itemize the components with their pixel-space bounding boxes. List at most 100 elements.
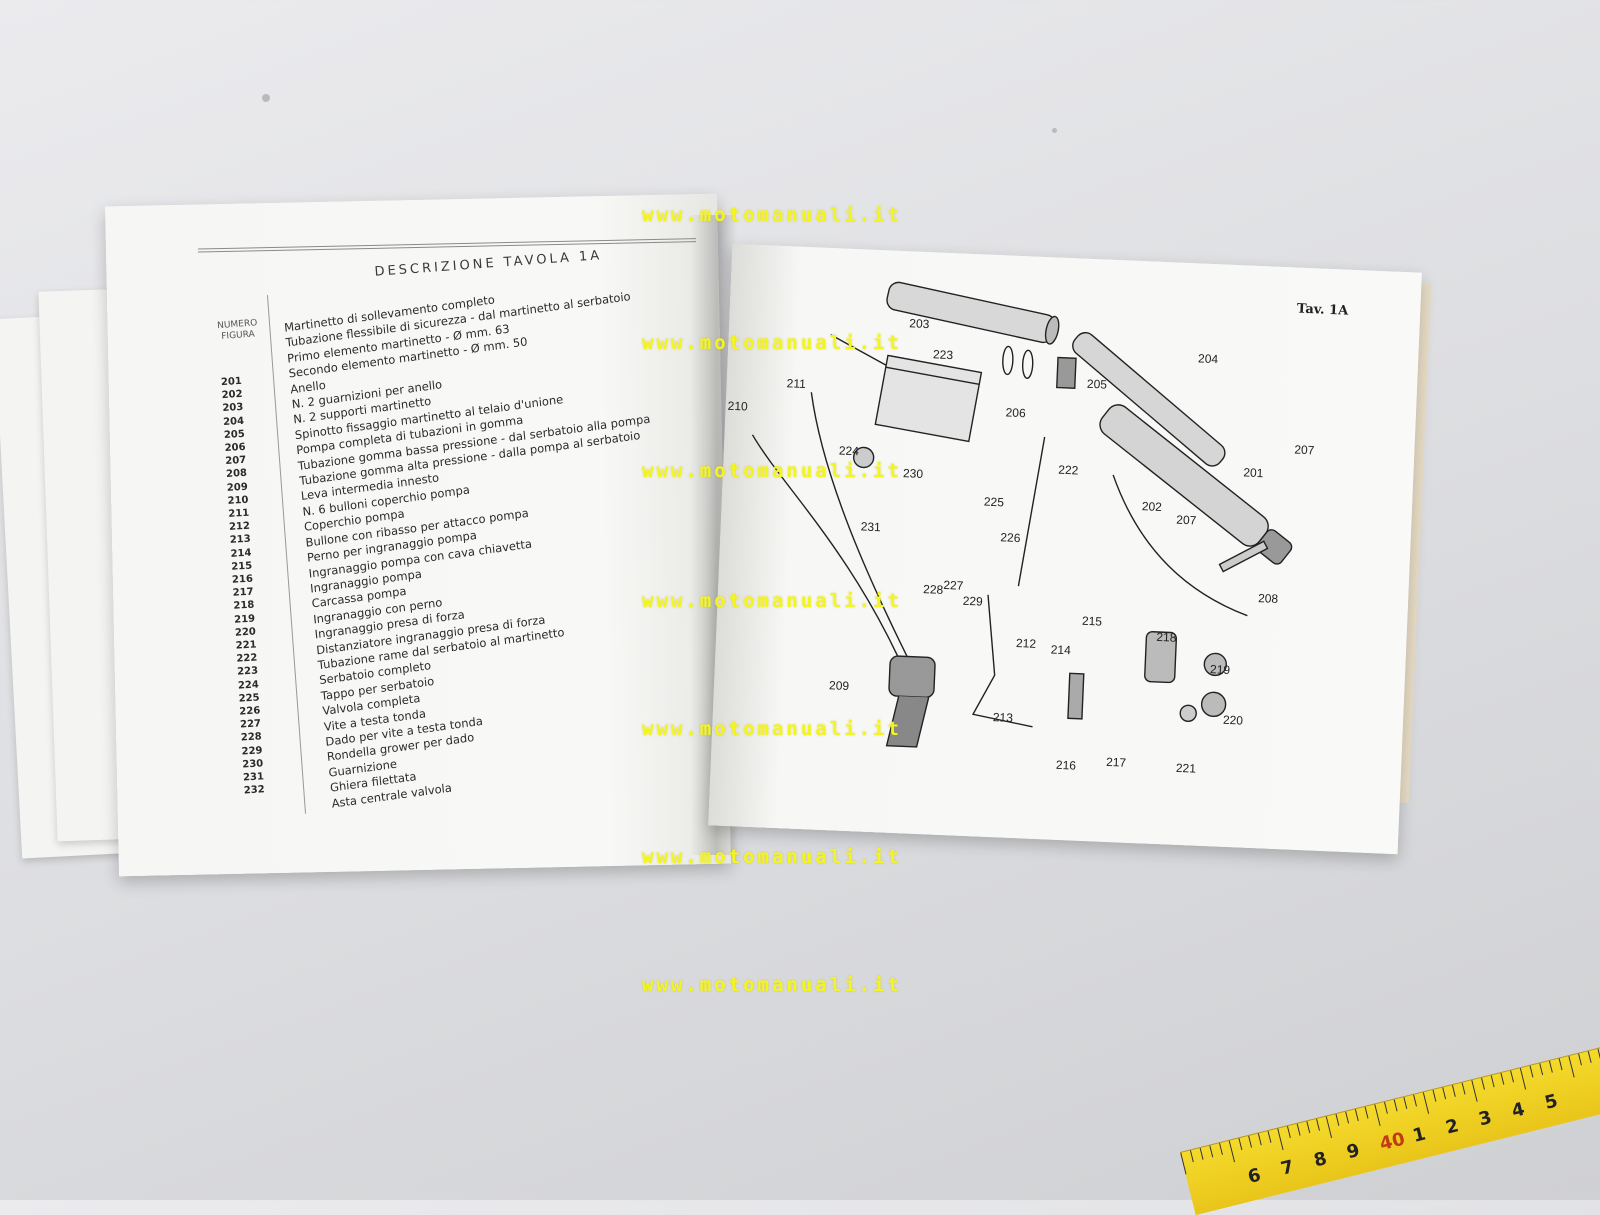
ruler-number: 40 [1377,1128,1408,1156]
callout-label: 205 [1086,376,1108,392]
part-201-jack [1099,404,1293,565]
ruler-tick [1199,1147,1204,1160]
watermark-text: www.motomanuali.it [642,846,902,868]
ruler-tick [1578,1053,1582,1066]
ruler-tick [1248,1135,1253,1148]
watermark-text: www.motomanuali.it [642,974,902,996]
ruler-tick [1257,1133,1262,1146]
watermark-text: www.motomanuali.it [642,718,902,740]
watermark-text: www.motomanuali.it [642,204,902,226]
ruler-tick [1335,1114,1340,1126]
figure-number: 225 [238,692,260,705]
title-rule [197,238,696,253]
figure-number: 231 [242,771,265,784]
ruler-tick [1548,1060,1553,1073]
ruler-tick [1374,1104,1381,1126]
figure-number: 228 [240,731,263,745]
ruler-tick [1461,1082,1466,1095]
ruler-number: 6 [1245,1164,1263,1188]
part-209-pump [885,655,936,748]
callout-label: 228 [922,582,944,597]
ruler-tick [1481,1077,1485,1090]
callout-label: 204 [1197,351,1219,367]
ruler-tick [1219,1143,1223,1155]
ruler-tick [1519,1068,1527,1090]
ruler-tick [1413,1094,1417,1107]
figure-number: 226 [239,705,261,718]
part-220-gear [1203,652,1227,677]
ruler-number: 9 [1344,1139,1362,1164]
ruler-tick [1354,1109,1359,1122]
part-214-cover [1067,672,1085,720]
callout-label: 225 [983,494,1005,510]
callout-label: 208 [1257,591,1279,606]
ruler-tick [1539,1063,1544,1076]
ruler-tick [1277,1128,1284,1151]
part-221-gear [1200,691,1227,718]
table-dent [262,94,270,102]
figure-number: 213 [229,534,251,547]
part-223-pipe [1017,436,1046,587]
figure-number: 212 [228,520,251,534]
callout-label: 229 [962,593,984,609]
figure-number: 227 [239,718,262,731]
figure-number: 211 [228,507,250,520]
part-219-housing [1144,631,1178,684]
figure-number: 214 [230,547,252,560]
figure-number: 210 [227,494,249,507]
ruler-tick [1471,1080,1478,1102]
ruler-tick [1432,1089,1437,1102]
column-header-number: NUMERO FIGURA [216,318,258,342]
callout-label: 226 [1000,530,1021,546]
callout-label: 209 [828,678,850,694]
figure-number: 222 [236,652,258,665]
figure-number: 229 [241,745,263,758]
callout-label: 212 [1015,636,1037,651]
ruler-tick [1568,1055,1575,1078]
callout-label: 230 [902,466,924,481]
figure-number: 205 [223,428,246,441]
figure-number: 202 [221,389,243,402]
ruler-tick [1364,1106,1369,1119]
part-208-pin [1218,540,1269,573]
watermark-text: www.motomanuali.it [642,460,902,482]
callout-label: 227 [943,577,964,593]
callout-label: 202 [1141,499,1163,515]
part-212-lever [971,594,1033,728]
callout-label: 224 [838,443,860,459]
part-202-hose [1112,474,1248,617]
ruler-tick [1325,1116,1333,1139]
ruler-number: 4 [1509,1098,1527,1123]
ruler-tick [1228,1140,1236,1163]
part-204-cylinder [1072,332,1226,467]
ruler-tick [1306,1121,1311,1134]
ruler-tick [1490,1075,1495,1088]
figure-number: 206 [224,441,246,454]
ruler-number: 5 [1542,1090,1560,1114]
part-210-hose [751,434,906,672]
figure-number: 218 [233,600,255,613]
part-205-ring [1056,356,1077,389]
ruler-number: 1 [1410,1123,1428,1147]
callout-label: 215 [1081,613,1103,629]
right-page-exploded-diagram: Tav. 1A [708,243,1422,855]
callout-label: 221 [1175,760,1197,776]
ruler-tick [1500,1072,1505,1085]
ruler-tick [1238,1138,1243,1151]
ruler-tick [1442,1087,1447,1100]
figure-number: 217 [232,586,254,600]
ruler-tick [1267,1130,1272,1143]
ruler-tick [1587,1051,1592,1064]
ruler-tick [1286,1126,1291,1139]
figure-number: 221 [235,639,257,652]
figure-number: 220 [234,626,257,639]
figure-number: 232 [243,784,265,797]
callout-label: 203 [909,316,930,332]
figure-number: 203 [222,402,244,415]
ruler-tick [1384,1101,1388,1114]
callout-label: 222 [1058,462,1079,478]
